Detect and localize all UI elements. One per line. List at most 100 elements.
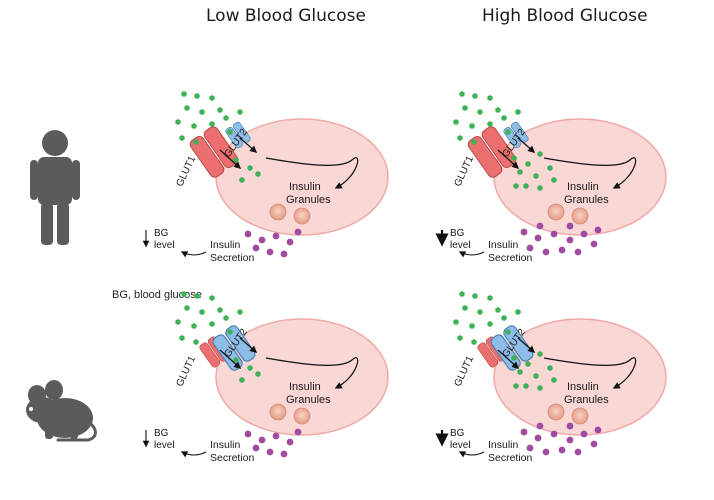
insulin-granule	[269, 403, 287, 421]
glucose-entry-arrow	[239, 337, 258, 353]
secretion-label-2: Secretion	[488, 252, 533, 264]
secreted-insulin	[580, 230, 588, 238]
glucose-entry-arrow	[517, 337, 536, 353]
secreted-insulin	[258, 236, 266, 244]
glucose-molecule	[533, 373, 539, 379]
secreted-insulin	[526, 244, 534, 252]
secreted-insulin	[266, 248, 274, 256]
glucose-molecule	[209, 295, 215, 301]
glucose-molecule	[255, 171, 261, 177]
glucose-molecule	[472, 93, 478, 99]
secreted-insulin	[252, 244, 260, 252]
glucose-molecule	[191, 123, 197, 129]
secreted-insulin	[280, 450, 288, 458]
glucose-molecule	[217, 107, 223, 113]
glucose-molecule	[175, 319, 181, 325]
glucose-entry-arrow	[219, 349, 242, 369]
secreted-insulin	[244, 430, 252, 438]
glucose-molecule	[459, 291, 465, 297]
glucose-molecule	[547, 365, 553, 371]
glucose-molecule	[179, 335, 185, 341]
glucose-molecule	[551, 377, 557, 383]
glucose-molecule	[193, 139, 199, 145]
secretion-arrow	[180, 451, 207, 458]
glucose-molecule	[233, 357, 239, 363]
granules-label: Granules	[564, 394, 609, 406]
glucose-molecule	[515, 109, 521, 115]
secreted-insulin	[550, 430, 558, 438]
secreted-insulin	[272, 432, 280, 440]
glut1-transporter	[467, 126, 517, 178]
glucose-molecule	[227, 329, 233, 335]
secreted-insulin	[590, 240, 598, 248]
glucose-molecule	[477, 309, 483, 315]
glucose-molecule	[453, 319, 459, 325]
glucose-molecule	[487, 295, 493, 301]
glucose-molecule	[194, 93, 200, 99]
glucose-molecule	[457, 335, 463, 341]
glucose-molecule	[217, 307, 223, 313]
insulin-granule	[571, 407, 589, 425]
glucose-entry-arrow	[497, 149, 520, 169]
secreted-insulin	[558, 246, 566, 254]
glucose-molecule	[495, 107, 501, 113]
glucose-entry-arrow	[517, 137, 536, 153]
glucose-entry-arrow	[239, 137, 258, 153]
glucose-molecule	[471, 339, 477, 345]
level-label: level	[154, 440, 175, 451]
secreted-insulin	[266, 448, 274, 456]
glucose-entry-arrow	[497, 349, 520, 369]
glucose-molecule	[239, 377, 245, 383]
secreted-insulin	[594, 226, 602, 234]
glucose-molecule	[501, 115, 507, 121]
glucose-molecule	[223, 315, 229, 321]
secreted-insulin	[594, 426, 602, 434]
glucose-molecule	[495, 307, 501, 313]
glucose-molecule	[194, 293, 200, 299]
level-label: level	[450, 440, 471, 451]
secreted-insulin	[294, 228, 302, 236]
glucose-molecule	[537, 351, 543, 357]
glucose-molecule	[184, 305, 190, 311]
glucose-molecule	[199, 309, 205, 315]
bg-label: BG	[154, 428, 169, 439]
glut1-label: GLUT1	[175, 154, 199, 188]
glucose-molecule	[551, 177, 557, 183]
bg-label: BG	[450, 428, 465, 439]
glucose-molecule	[227, 129, 233, 135]
bg-label: BG	[450, 228, 465, 239]
glucose-molecule	[487, 95, 493, 101]
glucose-molecule	[513, 183, 519, 189]
secretion-arrow	[458, 451, 485, 458]
glucose-molecule	[537, 151, 543, 157]
glucose-molecule	[525, 361, 531, 367]
secreted-insulin	[566, 436, 574, 444]
secreted-insulin	[536, 222, 544, 230]
glucose-molecule	[223, 115, 229, 121]
glucose-molecule	[459, 91, 465, 97]
glucose-molecule	[209, 95, 215, 101]
granules-label: Granules	[286, 394, 331, 406]
glut1-label: GLUT1	[453, 354, 477, 388]
glucose-molecule	[181, 291, 187, 297]
glucose-molecule	[487, 121, 493, 127]
glucose-molecule	[511, 355, 517, 361]
glucose-molecule	[477, 109, 483, 115]
beta-cell	[493, 318, 667, 436]
glucose-molecule	[233, 157, 239, 163]
glut1-label: GLUT1	[175, 354, 199, 388]
glucose-molecule	[469, 123, 475, 129]
secreted-insulin	[526, 444, 534, 452]
signal-arrow	[543, 357, 637, 389]
secretion-label-2: Secretion	[210, 252, 255, 264]
glucose-molecule	[505, 329, 511, 335]
secreted-insulin	[542, 248, 550, 256]
insulin-label: Insulin	[567, 181, 599, 193]
granules-label: Granules	[564, 194, 609, 206]
insulin-label: Insulin	[289, 181, 321, 193]
glucose-molecule	[487, 321, 493, 327]
